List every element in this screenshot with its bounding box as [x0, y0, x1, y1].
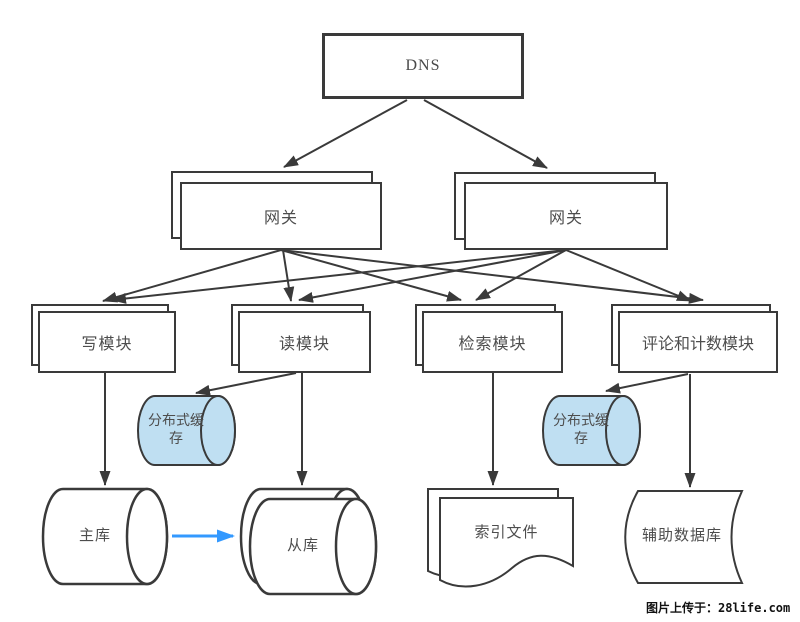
write-module-box: 写模块 [38, 311, 176, 373]
aux-db-stored-data-shape [624, 490, 744, 584]
connector-gateway-right-to-write-module [111, 249, 567, 304]
cache-right-label: 分布式缓存 [553, 413, 609, 447]
connector-dns-to-gateway-left [283, 99, 408, 168]
slave-db-cylinder-front [248, 497, 378, 596]
gateway-left-box: 网关 [180, 182, 382, 250]
connector-read-module-to-cache-left [195, 372, 297, 396]
read-module-box: 读模块 [238, 311, 371, 373]
master-db-cylinder [41, 487, 169, 586]
slave-db-label: 从库 [286, 537, 319, 554]
index-file-document-front [439, 497, 574, 588]
connector-gateway-right-to-comment-module [565, 249, 692, 302]
dns-box: DNS [322, 33, 524, 99]
dns-label: DNS [405, 57, 441, 74]
search-module-label: 检索模块 [458, 336, 527, 353]
connector-gateway-right-to-read-module [298, 249, 567, 303]
comment-count-module-label: 评论和计数模块 [641, 336, 754, 353]
cache-left-label: 分布式缓存 [148, 413, 204, 447]
index-file-label: 索引文件 [474, 525, 539, 542]
connector-gateway-left-to-comment-module [280, 249, 704, 304]
gateway-left-label: 网关 [263, 210, 298, 227]
connector-gateway-left-to-search-module [280, 249, 462, 302]
cache-left-cylinder [137, 395, 236, 466]
gateway-right-label: 网关 [548, 210, 583, 227]
connector-gateway-right-to-search-module [475, 249, 567, 301]
master-db-label: 主库 [78, 527, 111, 544]
comment-count-module-box: 评论和计数模块 [618, 311, 778, 373]
watermark-text: 图片上传于：28life.com [646, 601, 791, 615]
connector-comment-module-to-cache-right [605, 373, 689, 394]
read-module-label: 读模块 [278, 336, 330, 353]
connector-dns-to-gateway-right [423, 99, 548, 169]
aux-db-label: 辅助数据库 [641, 528, 722, 545]
write-module-label: 写模块 [81, 336, 133, 353]
gateway-right-box: 网关 [464, 182, 668, 250]
search-module-box: 检索模块 [422, 311, 563, 373]
cache-right-cylinder [542, 395, 641, 466]
connector-gateway-left-to-read-module [282, 249, 295, 302]
connector-gateway-left-to-write-module [102, 249, 282, 303]
